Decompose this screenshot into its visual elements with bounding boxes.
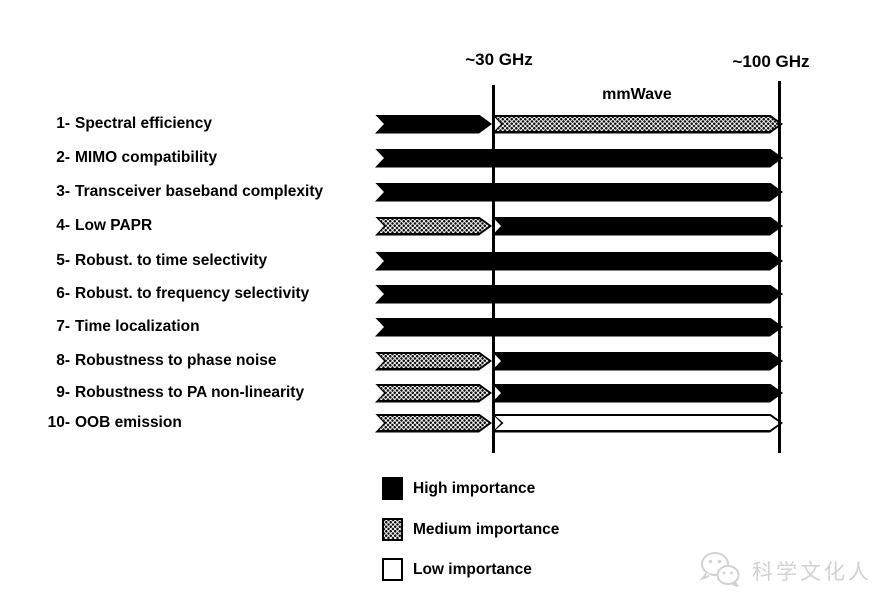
criterion-number: 10- [47, 414, 70, 431]
arrow-below-30ghz-row4 [375, 217, 492, 236]
arrow-above-30ghz-row4 [492, 217, 783, 236]
arrow-full-band-row3 [375, 183, 783, 202]
arrow-below-30ghz-row9 [375, 384, 492, 403]
watermark-text: 科学文化人 [752, 561, 872, 584]
criterion-number: 1- [56, 115, 70, 132]
criterion-number: 5- [56, 252, 70, 269]
criterion-label-7: 7- Time localization [38, 317, 370, 337]
criterion-label-3: 3- Transceiver baseband complexity [38, 182, 370, 202]
criterion-text: MIMO compatibility [75, 149, 218, 166]
legend-label: Medium importance [413, 520, 560, 538]
watermark: 科学文化人 [698, 549, 872, 593]
criterion-label-2: 2- MIMO compatibility [38, 148, 370, 168]
legend-item-low-importance: Low importance [382, 558, 532, 581]
arrow-above-30ghz-row8 [492, 352, 783, 371]
criterion-number: 8- [56, 352, 70, 369]
criterion-number: 9- [56, 384, 70, 401]
freq-100ghz-label: ~100 GHz [732, 52, 810, 71]
criterion-text: OOB emission [75, 414, 182, 431]
criterion-label-8: 8- Robustness to phase noise [38, 351, 370, 371]
legend-item-medium-importance: Medium importance [382, 518, 559, 541]
criterion-text: Transceiver baseband complexity [75, 183, 324, 200]
legend-label: High importance [413, 479, 536, 497]
arrow-above-30ghz-row10 [492, 414, 783, 433]
criterion-number: 4- [56, 217, 70, 234]
criterion-label-4: 4- Low PAPR [38, 216, 370, 236]
criterion-label-6: 6- Robust. to frequency selectivity [38, 284, 370, 304]
arrow-full-band-row7 [375, 318, 783, 337]
arrow-above-30ghz-row1 [492, 115, 783, 134]
arrow-below-30ghz-row10 [375, 414, 492, 433]
criterion-text: Time localization [75, 318, 200, 335]
arrow-above-30ghz-row9 [492, 384, 783, 403]
criterion-label-5: 5- Robust. to time selectivity [38, 251, 370, 271]
criterion-number: 2- [56, 149, 70, 166]
arrow-below-30ghz-row8 [375, 352, 492, 371]
criterion-text: Robustness to PA non-linearity [75, 384, 305, 401]
legend-label: Low importance [413, 560, 532, 578]
criterion-number: 6- [56, 285, 70, 302]
criterion-text: Robustness to phase noise [75, 352, 277, 369]
criterion-number: 3- [56, 183, 70, 200]
criterion-label-10: 10- OOB emission [38, 413, 370, 433]
freq-30ghz-label: ~30 GHz [465, 50, 533, 69]
criterion-text: Robust. to time selectivity [75, 252, 268, 269]
legend-item-high-importance: High importance [382, 477, 535, 500]
arrow-full-band-row6 [375, 285, 783, 304]
criterion-label-1: 1- Spectral efficiency [38, 114, 370, 134]
criterion-label-9: 9- Robustness to PA non-linearity [38, 383, 370, 403]
freq-30ghz-line [492, 85, 495, 453]
medium-importance-swatch [382, 518, 403, 541]
criterion-text: Spectral efficiency [75, 115, 212, 132]
freq-100ghz-line [778, 81, 781, 453]
criterion-text: Robust. to frequency selectivity [75, 285, 310, 302]
low-importance-swatch [382, 558, 403, 581]
wechat-bubbles-icon [699, 552, 740, 587]
criterion-text: Low PAPR [75, 217, 153, 234]
criterion-number: 7- [56, 318, 70, 335]
arrow-full-band-row2 [375, 149, 783, 168]
high-importance-swatch [382, 477, 403, 500]
mmwave-band-label: mmWave [602, 86, 672, 103]
arrow-full-band-row5 [375, 252, 783, 271]
arrow-below-30ghz-row1 [375, 115, 492, 134]
